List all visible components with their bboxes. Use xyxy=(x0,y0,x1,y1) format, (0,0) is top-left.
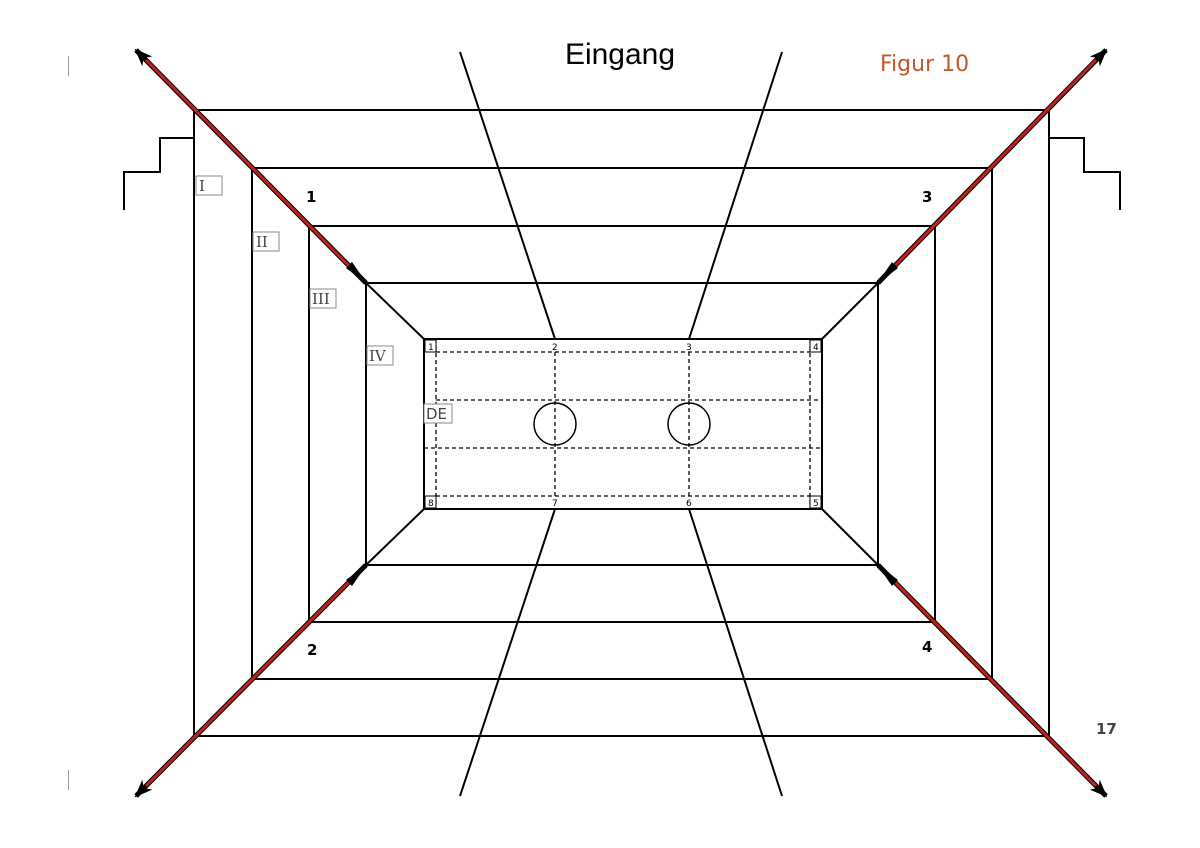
court-number-4: 4 xyxy=(813,343,819,353)
level-DE-box xyxy=(423,403,453,424)
radial-line-top-left xyxy=(459,51,556,340)
connector-bottom-right xyxy=(821,508,879,566)
court-number-8: 8 xyxy=(428,499,434,509)
level-IV-box xyxy=(366,345,394,366)
steps-right xyxy=(1049,137,1121,210)
court-number-1: 1 xyxy=(428,343,434,353)
court-circle-left xyxy=(533,402,577,446)
arrow-4-outer-red xyxy=(882,569,1098,788)
arrowhead-inner-3 xyxy=(876,262,898,285)
level-label-II: II xyxy=(256,233,268,251)
corner-number-4: 4 xyxy=(922,638,932,656)
court-frame xyxy=(423,338,823,510)
arrow-2-outer-red xyxy=(144,569,362,788)
court-number-3: 3 xyxy=(686,343,692,353)
level-III-box xyxy=(309,288,337,309)
connector-bottom-left xyxy=(365,508,425,566)
level-label-III: III xyxy=(312,290,330,308)
court-corner-box-8 xyxy=(424,495,437,509)
arrow-1-outer-red xyxy=(144,58,362,279)
court-number-5: 5 xyxy=(813,499,819,509)
arrowhead-inner-2 xyxy=(346,563,368,586)
corner-number-1: 1 xyxy=(306,188,316,206)
figure-label: Figur 10 xyxy=(880,52,970,77)
radial-line-bottom-right xyxy=(688,508,783,797)
radial-line-bottom-left xyxy=(459,508,556,797)
corner-number-3: 3 xyxy=(922,188,932,206)
arrow-3-outer-red xyxy=(882,58,1098,279)
margin-tick-bottom xyxy=(68,770,69,790)
court-corner-box-5 xyxy=(809,495,822,509)
level-I-box xyxy=(195,175,223,196)
arrowhead-inner-4 xyxy=(876,563,898,586)
level-label-DE: DE xyxy=(426,405,447,423)
arrowhead-inner-1 xyxy=(346,262,368,285)
connector-top-left xyxy=(365,282,425,340)
page-number: 17 xyxy=(1096,720,1117,738)
level-IV-frame xyxy=(365,282,879,566)
radial-line-top-right xyxy=(688,51,783,340)
level-II-frame xyxy=(251,167,993,680)
court-number-7: 7 xyxy=(552,499,558,509)
court-corner-box-1 xyxy=(424,339,437,353)
court-circle-right xyxy=(667,402,711,446)
page-title: Eingang xyxy=(564,38,676,71)
level-label-IV: IV xyxy=(369,347,387,365)
steps-left xyxy=(123,137,194,210)
corner-number-2: 2 xyxy=(307,641,317,659)
level-label-I: I xyxy=(199,177,205,195)
level-I-frame xyxy=(193,109,1050,737)
margin-tick-top xyxy=(68,56,69,76)
court-number-6: 6 xyxy=(686,499,692,509)
court-number-2: 2 xyxy=(552,343,558,353)
connector-top-right xyxy=(821,282,879,340)
level-II-box xyxy=(252,231,280,252)
court-corner-box-4 xyxy=(809,339,822,353)
level-III-frame xyxy=(308,225,936,623)
